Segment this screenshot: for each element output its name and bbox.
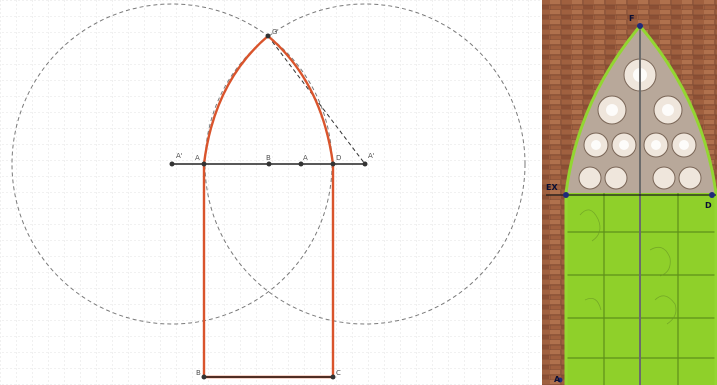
right-spring-label: D — [336, 154, 341, 162]
right-construction-circle — [204, 3, 526, 325]
left-spring-point[interactable] — [201, 161, 207, 167]
construction-points — [169, 33, 368, 380]
bottom-left-point[interactable] — [201, 374, 207, 380]
bottom-right-label: C — [336, 369, 341, 377]
mid-1-label: B — [266, 154, 271, 162]
photo-bottom-label: A — [554, 375, 561, 384]
photo-top-label: F — [629, 14, 634, 23]
apex-label: G — [272, 28, 277, 36]
left-center-point[interactable] — [169, 161, 175, 167]
mid-point-2[interactable] — [298, 161, 304, 167]
photo-panel: F EX D A — [542, 0, 717, 385]
construction-panel: G A' A B A D A' B C — [0, 0, 540, 385]
left-center-label: A' — [176, 152, 183, 160]
photo-right-point[interactable] — [709, 192, 715, 198]
right-center-point[interactable] — [362, 161, 368, 167]
glass-overlay — [566, 193, 716, 385]
tracery-ornament — [578, 58, 702, 190]
photo-bottom-point[interactable] — [557, 377, 563, 383]
right-center-label: A' — [368, 152, 375, 160]
left-spring-label: A — [195, 154, 200, 162]
photo-top-point[interactable] — [637, 23, 643, 29]
mid-2-label: A — [303, 154, 308, 162]
mid-point-1[interactable] — [266, 161, 272, 167]
photo-right-label: D — [705, 201, 712, 210]
construction-grid — [0, 0, 540, 385]
right-spring-point[interactable] — [330, 161, 336, 167]
apex-point[interactable] — [265, 33, 271, 39]
bottom-left-label: B — [196, 369, 201, 377]
photo-left-point[interactable] — [563, 192, 569, 198]
bottom-right-point[interactable] — [330, 374, 336, 380]
photo-left-label: EX — [546, 183, 558, 192]
